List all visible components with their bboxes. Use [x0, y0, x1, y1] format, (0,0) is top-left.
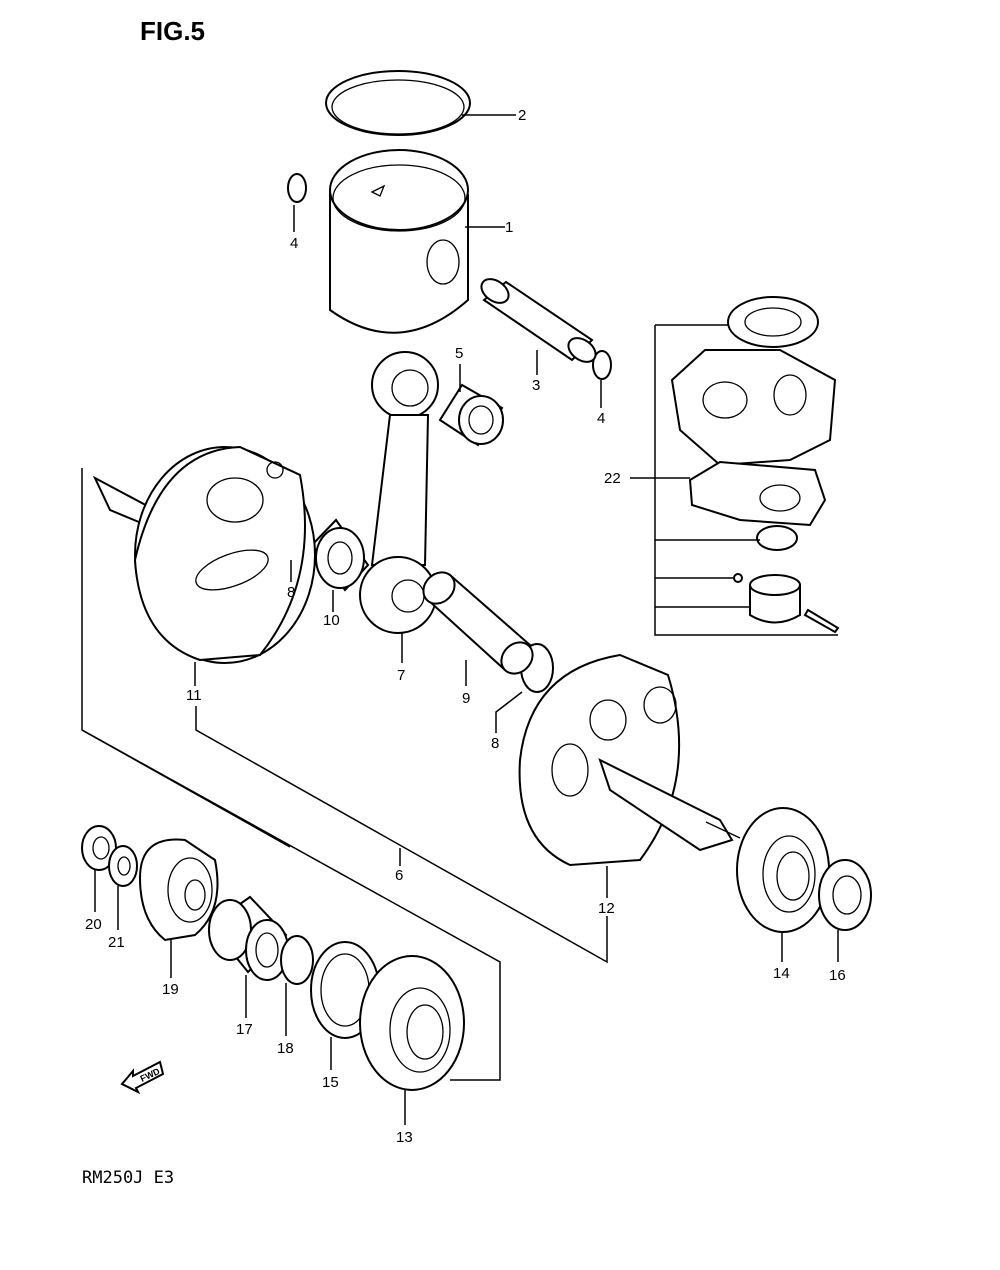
callout-10: 10 [323, 612, 340, 629]
piston-pin [480, 278, 597, 363]
callout-19: 19 [162, 981, 179, 998]
callout-14: 14 [773, 965, 790, 982]
callout-15: 15 [322, 1074, 339, 1091]
callout-18: 18 [277, 1040, 294, 1057]
callout-17: 17 [236, 1021, 253, 1038]
crankshaft-left [92, 445, 316, 664]
callout-9: 9 [462, 690, 470, 707]
crank-pin [422, 571, 534, 675]
callout-11: 11 [186, 687, 202, 704]
main-bearing-right [736, 807, 830, 933]
callout-8: 8 [491, 735, 499, 752]
callout-20: 20 [85, 916, 102, 933]
callout-13: 13 [396, 1129, 413, 1146]
piston [329, 149, 469, 334]
crankshaft-right [518, 653, 741, 867]
callout-5: 5 [455, 345, 463, 362]
oil-seal-right [818, 859, 872, 931]
callout-7: 7 [397, 667, 405, 684]
small-end-bearing [438, 383, 504, 447]
fwd-arrow-icon: FWD [120, 1060, 165, 1095]
crank-washer [108, 845, 138, 887]
callout-21: 21 [108, 934, 125, 951]
callout-4: 4 [290, 235, 298, 252]
main-bearing-left [359, 955, 465, 1091]
callout-12: 12 [598, 900, 615, 917]
connecting-rod [359, 351, 439, 634]
callout-6: 6 [395, 867, 403, 884]
callout-2: 2 [518, 107, 526, 124]
leader-lines [81, 114, 839, 1125]
callout-4: 4 [597, 410, 605, 427]
o-ring [280, 935, 314, 985]
callout-1: 1 [505, 219, 513, 236]
callout-22: 22 [604, 470, 621, 487]
crank-nut [81, 825, 117, 871]
piston-pin-clip-left [287, 173, 307, 203]
cylinder-assembly [670, 296, 840, 634]
spacer [208, 895, 289, 981]
primary-drive-gear [138, 838, 219, 942]
big-end-bearing [310, 518, 370, 592]
figure-title: FIG.5 [140, 16, 206, 46]
model-label: RM250J E3 [82, 1168, 175, 1188]
piston-ring [325, 70, 471, 136]
callout-8: 8 [287, 584, 295, 601]
callout-16: 16 [829, 967, 846, 984]
piston-pin-clip-right [592, 350, 612, 380]
callout-3: 3 [532, 377, 540, 394]
